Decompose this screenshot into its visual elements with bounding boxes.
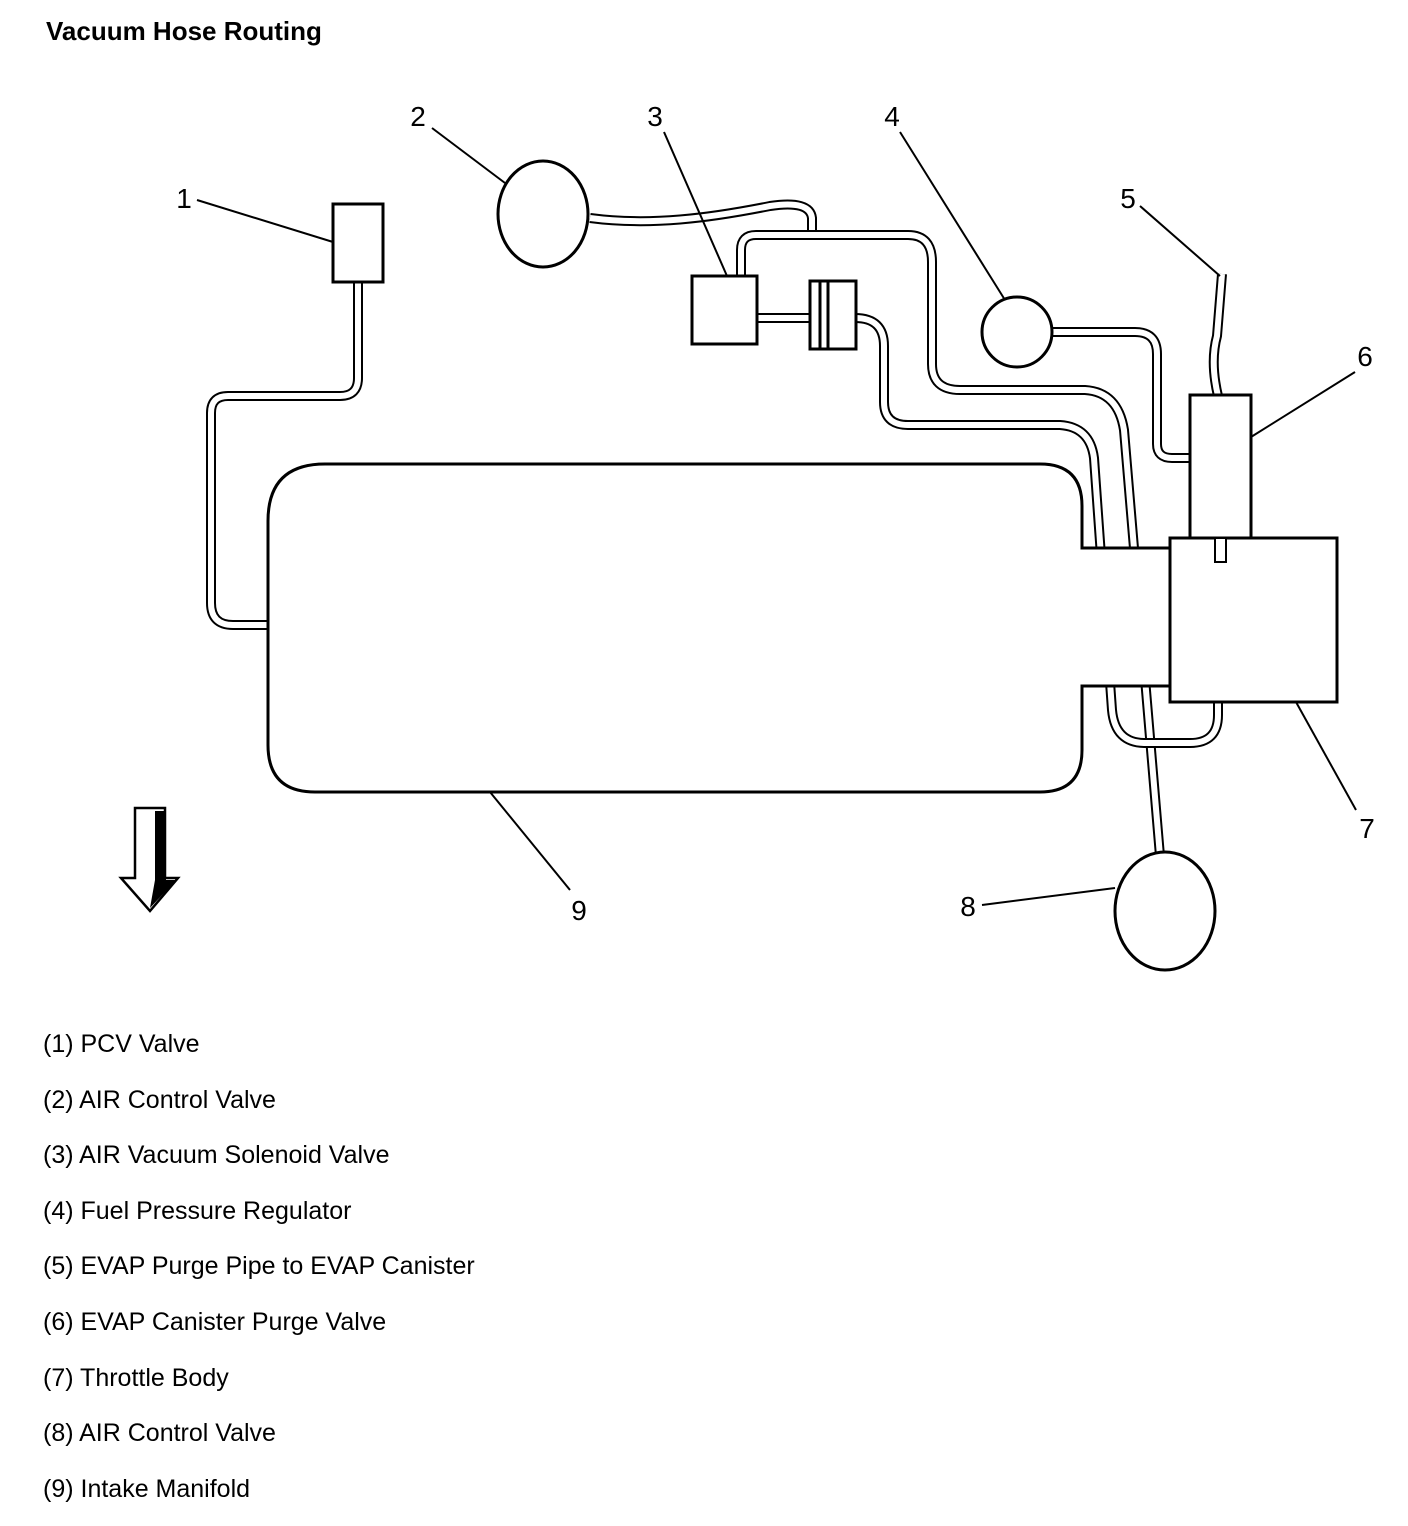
air-vacuum-solenoid-valve xyxy=(690,274,759,346)
legend-list: (1) PCV Valve (2) AIR Control Valve (3) … xyxy=(43,1026,475,1526)
hose-check-valve-to-throttle-body xyxy=(854,313,1223,748)
legend-item: (6) EVAP Canister Purge Valve xyxy=(43,1307,387,1336)
callout-9: 9 xyxy=(571,895,587,926)
check-valve xyxy=(808,279,858,351)
leader-line-5 xyxy=(1139,205,1221,277)
down-arrow-icon xyxy=(118,806,181,913)
callout-2: 2 xyxy=(410,101,426,132)
callout-4: 4 xyxy=(884,101,900,132)
callout-1: 1 xyxy=(176,183,192,214)
leader-line-3 xyxy=(663,131,728,277)
legend-item: (8) AIR Control Valve xyxy=(43,1419,276,1448)
callout-6: 6 xyxy=(1357,341,1373,372)
evap-purge-pipe xyxy=(1208,273,1227,398)
callout-3: 3 xyxy=(647,101,663,132)
air-control-valve-upper xyxy=(496,159,590,269)
legend-item: (7) Throttle Body xyxy=(43,1363,229,1392)
vacuum-hose-diagram: 1 2 3 4 5 6 7 8 9 xyxy=(118,101,1375,972)
callout-7: 7 xyxy=(1359,813,1375,844)
callout-5: 5 xyxy=(1120,183,1136,214)
fuel-pressure-regulator xyxy=(980,295,1054,369)
air-control-valve-lower xyxy=(1113,850,1217,972)
leader-line-6 xyxy=(1250,371,1356,438)
hose-solenoid-to-air-control-valve-8 xyxy=(736,230,1165,857)
leader-line-2 xyxy=(431,127,506,184)
intake-manifold xyxy=(266,462,1172,794)
legend-item: (9) Intake Manifold xyxy=(43,1474,251,1503)
pcv-valve xyxy=(331,202,385,284)
leader-line-4 xyxy=(899,131,1006,301)
throttle-body xyxy=(1168,536,1339,704)
legend-item: (3) AIR Vacuum Solenoid Valve xyxy=(43,1141,390,1170)
page-title: Vacuum Hose Routing xyxy=(46,16,322,46)
throttle-body-vacuum-port xyxy=(1214,537,1227,563)
legend-item: (2) AIR Control Valve xyxy=(43,1085,276,1114)
leader-line-1 xyxy=(196,199,334,243)
evap-canister-purge-valve xyxy=(1188,393,1253,540)
legend-item: (5) EVAP Purge Pipe to EVAP Canister xyxy=(43,1252,475,1281)
leader-line-7 xyxy=(1295,701,1357,811)
legend-item: (1) PCV Valve xyxy=(43,1030,200,1058)
hose-pcv-to-manifold xyxy=(206,282,363,630)
leader-line-9 xyxy=(489,791,571,891)
legend-item: (4) Fuel Pressure Regulator xyxy=(43,1196,352,1225)
hose-air-control-valve-to-solenoid xyxy=(589,199,817,232)
leader-line-8 xyxy=(981,887,1116,906)
callout-8: 8 xyxy=(960,891,976,922)
